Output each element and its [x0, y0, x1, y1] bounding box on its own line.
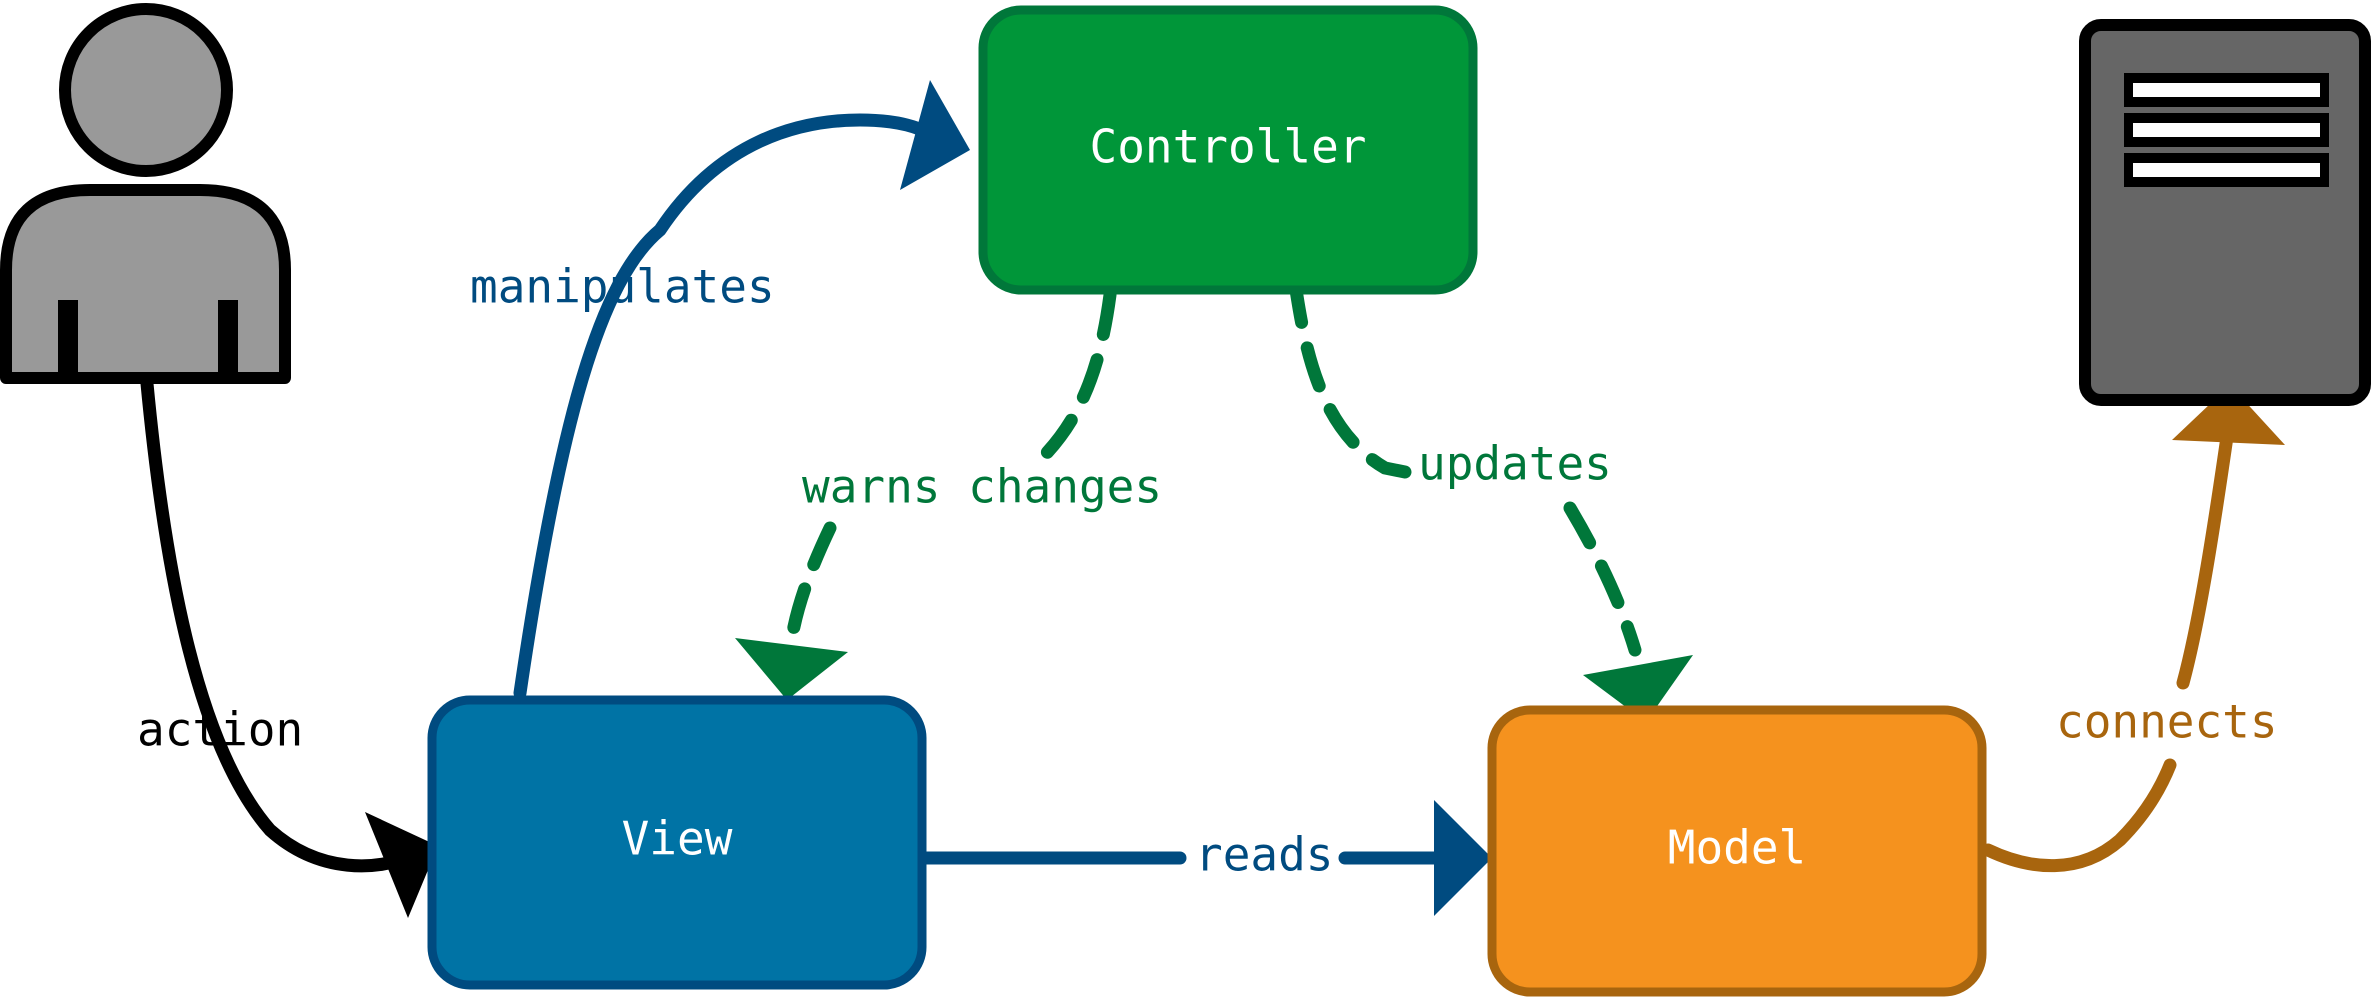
controller-box: Controller: [978, 5, 1478, 295]
warns-changes-edge: [783, 288, 1117, 657]
reads-label: reads: [1195, 828, 1333, 882]
server-icon: [2079, 19, 2371, 406]
controller-label: Controller: [1090, 120, 1367, 174]
connects-label: connects: [2056, 695, 2278, 749]
view-label: View: [622, 812, 733, 866]
user-icon: [0, 3, 291, 384]
updates-edge: [1288, 276, 1642, 657]
model-box: Model: [1487, 705, 1987, 997]
warns-changes-label: warns changes: [802, 460, 1162, 514]
manipulates-edge: [513, 113, 942, 700]
action-edge: [139, 366, 417, 873]
action-arrowhead: [365, 812, 438, 918]
connects-edge: [1981, 423, 2235, 873]
updates-arrowhead: [1583, 655, 1693, 722]
reads-arrowhead: [1434, 800, 1492, 916]
connects-arrowhead: [2172, 385, 2285, 445]
model-label: Model: [1668, 821, 1806, 875]
view-box: View: [427, 695, 927, 990]
manipulates-arrowhead: [900, 80, 970, 190]
warns-changes-arrowhead: [735, 638, 848, 700]
manipulates-label: manipulates: [470, 260, 775, 314]
action-label: action: [137, 703, 303, 757]
updates-label: updates: [1418, 437, 1612, 491]
